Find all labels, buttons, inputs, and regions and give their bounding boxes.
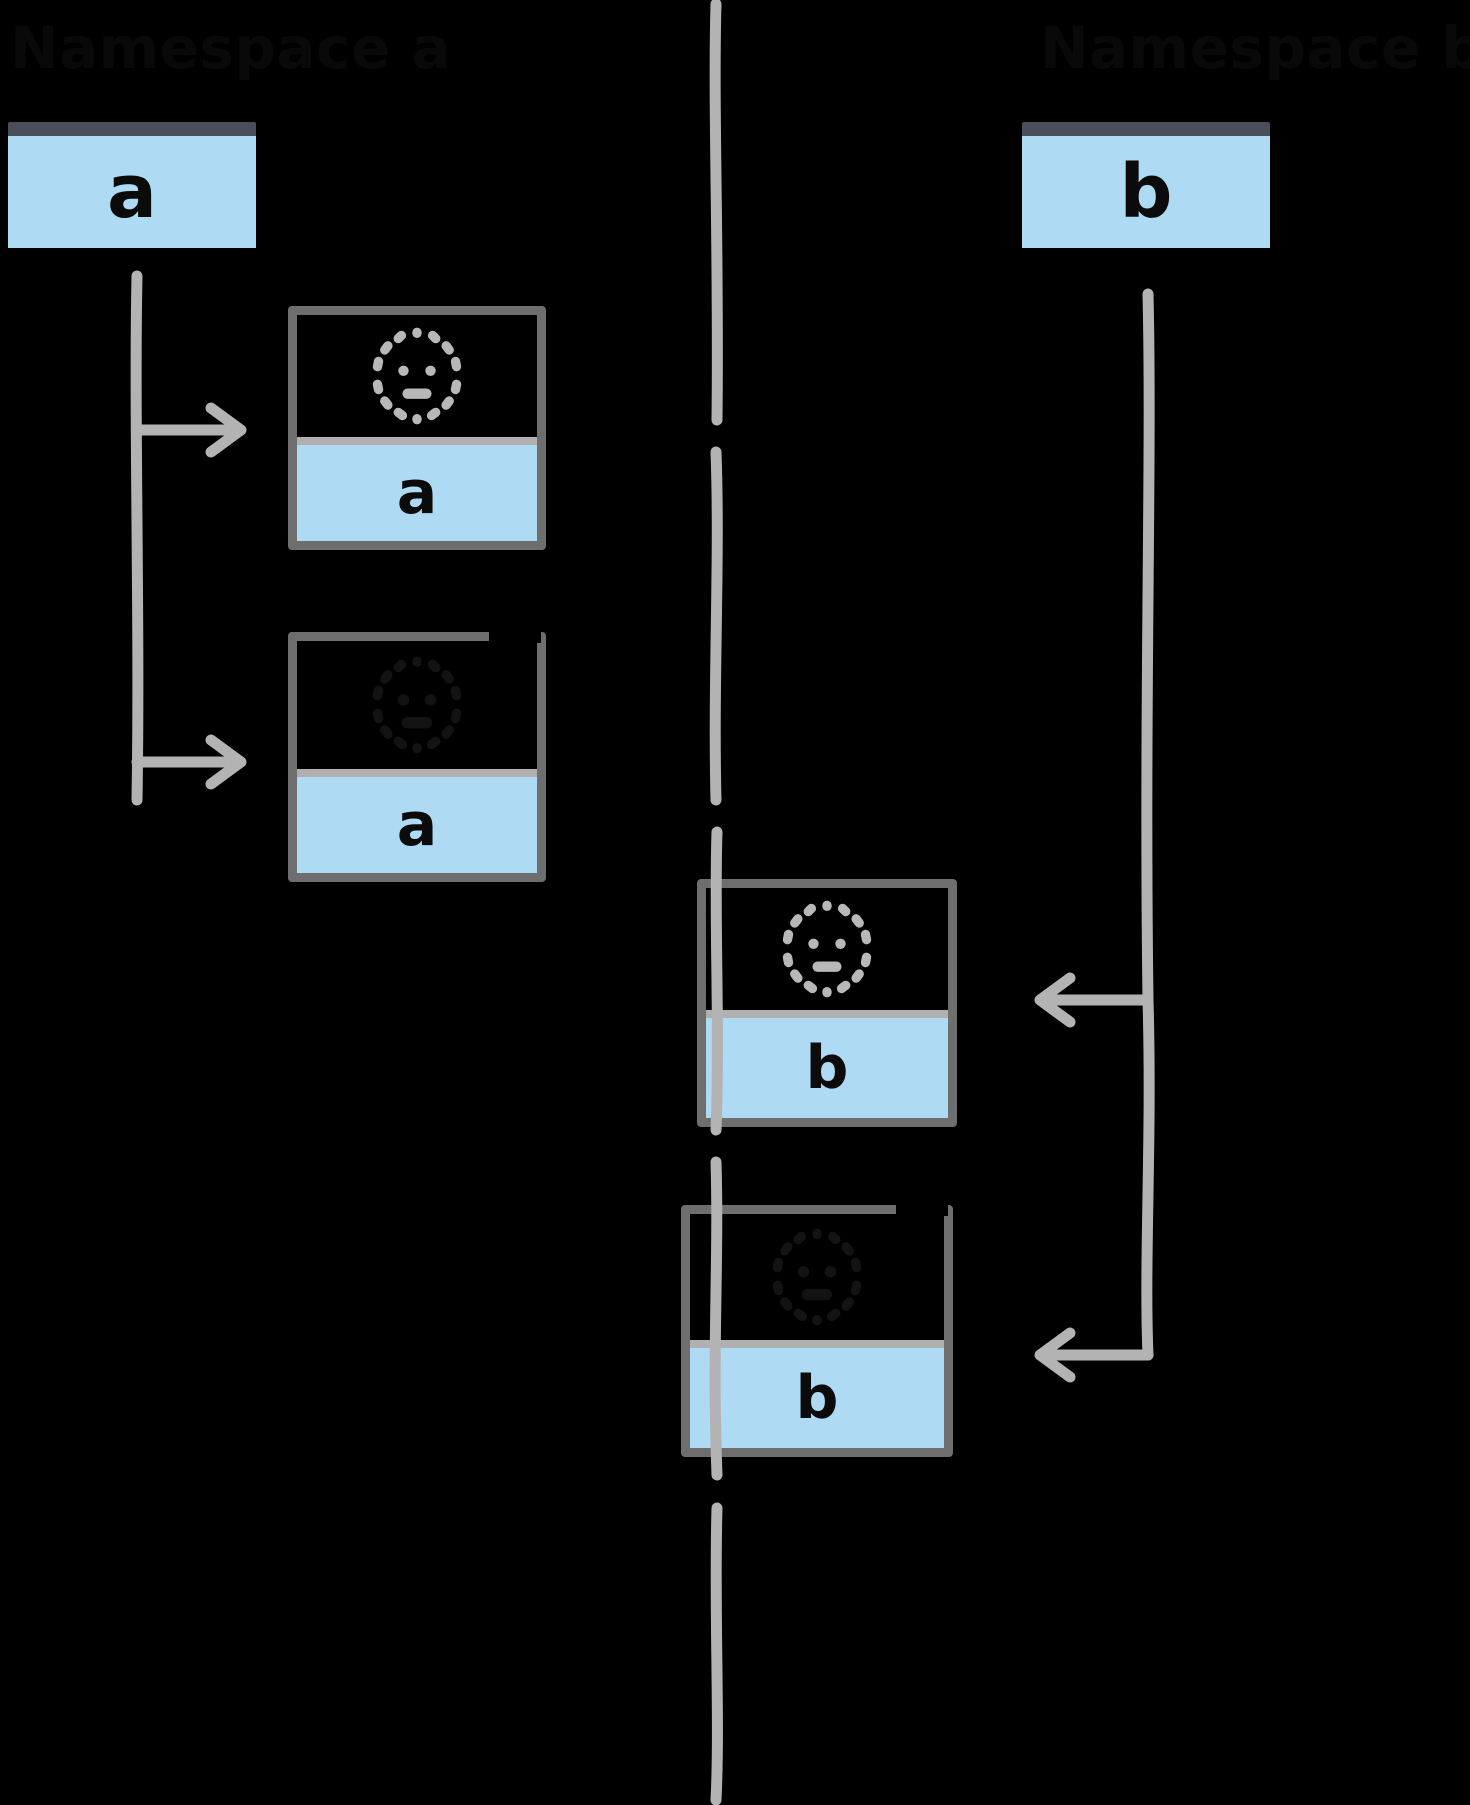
right-target-card-1-label: b — [795, 1363, 839, 1433]
right-source-card-body: b — [1022, 136, 1270, 248]
right-column-title: Namespace b — [1040, 14, 1470, 82]
left-target-card-1[interactable]: a — [288, 632, 546, 882]
right-target-card-1-divider — [690, 1340, 944, 1348]
left-arrowhead-1 — [205, 734, 247, 790]
left-target-card-0-divider — [297, 437, 537, 445]
right-source-card[interactable]: b — [1022, 122, 1270, 248]
right-target-card-0-divider — [706, 1010, 948, 1018]
right-source-card-header-bar — [1022, 122, 1270, 136]
left-target-card-0-body: a — [297, 445, 537, 541]
left-source-card-label: a — [107, 149, 157, 235]
dashed-circle-face-icon — [765, 1225, 869, 1329]
right-target-card-0-body: b — [706, 1018, 948, 1118]
left-source-card-header-bar — [8, 122, 256, 136]
left-source-card-body: a — [8, 136, 256, 248]
right-target-card-1-icon-area — [690, 1214, 944, 1340]
left-target-card-1-divider — [297, 769, 537, 777]
left-target-card-0-icon-area — [297, 315, 537, 437]
left-target-card-1-label: a — [396, 790, 438, 860]
left-target-card-1-body: a — [297, 777, 537, 873]
dashed-circle-face-icon — [365, 653, 469, 757]
dashed-circle-face-icon — [365, 324, 469, 428]
dashed-circle-face-icon — [775, 897, 879, 1001]
left-target-card-0[interactable]: a — [288, 306, 546, 550]
right-target-card-0-icon-area — [706, 888, 948, 1010]
left-source-card[interactable]: a — [8, 122, 256, 248]
left-column-title: Namespace a — [10, 14, 452, 82]
left-target-card-0-label: a — [396, 458, 438, 528]
right-target-card-1-body: b — [690, 1348, 944, 1448]
right-target-card-0[interactable]: b — [697, 879, 957, 1127]
right-target-card-1[interactable]: b — [681, 1205, 953, 1457]
right-arrowhead-1 — [1034, 1327, 1076, 1383]
right-target-card-0-label: b — [805, 1033, 849, 1103]
right-connector — [1049, 288, 1155, 1361]
left-connector — [130, 270, 232, 806]
left-target-card-1-icon-area — [297, 641, 537, 769]
left-arrowhead-0 — [205, 402, 247, 458]
right-source-card-label: b — [1119, 149, 1173, 235]
right-arrowhead-0 — [1034, 972, 1076, 1028]
